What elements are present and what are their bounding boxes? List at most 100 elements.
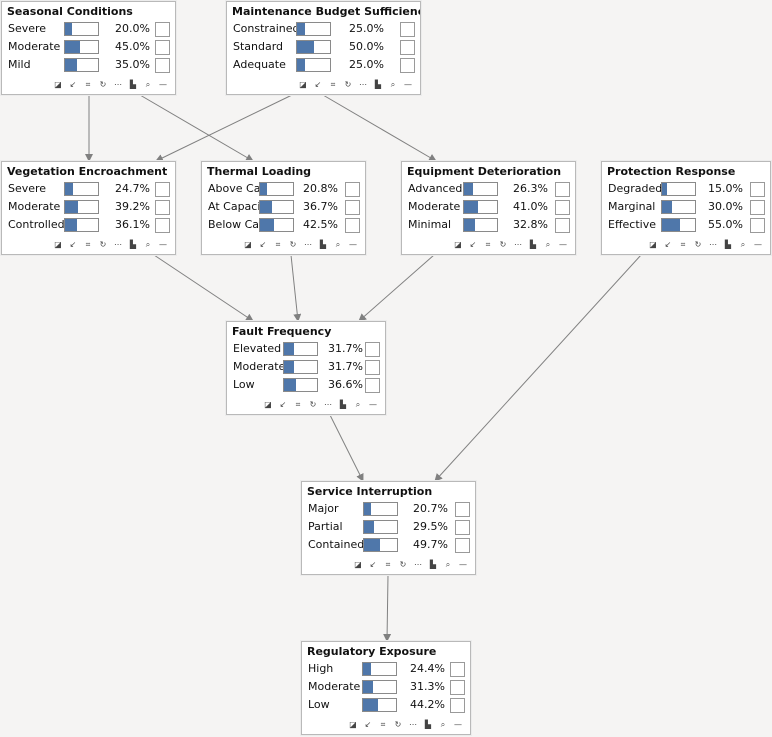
bar-chart-icon[interactable]: ▙ [339, 400, 347, 409]
note-icon[interactable]: ◪ [454, 240, 462, 249]
zoom-icon[interactable]: ⌕ [440, 720, 446, 729]
grid-icon[interactable]: ⌗ [380, 720, 386, 729]
grid-icon[interactable]: ⌗ [680, 240, 686, 249]
evidence-checkbox[interactable] [155, 182, 170, 197]
grid-icon[interactable]: ⌗ [85, 80, 91, 89]
evidence-checkbox[interactable] [400, 40, 415, 55]
more-icon[interactable]: ⋯ [114, 80, 122, 89]
zoom-icon[interactable]: ⌕ [335, 240, 341, 249]
bar-chart-icon[interactable]: ▙ [374, 80, 382, 89]
evidence-checkbox[interactable] [455, 538, 470, 553]
note-icon[interactable]: ◪ [299, 80, 307, 89]
more-icon[interactable]: ⋯ [304, 240, 312, 249]
bar-chart-icon[interactable]: ▙ [319, 240, 327, 249]
arrow-icon[interactable]: ↙ [69, 80, 77, 89]
more-icon[interactable]: ⋯ [414, 560, 422, 569]
evidence-checkbox[interactable] [345, 218, 360, 233]
note-icon[interactable]: ◪ [649, 240, 657, 249]
reset-icon[interactable]: ↻ [344, 80, 352, 89]
zoom-icon[interactable]: ⌕ [740, 240, 746, 249]
more-icon[interactable]: ⋯ [514, 240, 522, 249]
bar-chart-icon[interactable]: ▙ [129, 80, 137, 89]
evidence-checkbox[interactable] [555, 218, 570, 233]
arrow-icon[interactable]: ↙ [664, 240, 672, 249]
minimize-icon[interactable]: — [159, 80, 167, 89]
note-icon[interactable]: ◪ [264, 400, 272, 409]
reset-icon[interactable]: ↻ [694, 240, 702, 249]
evidence-checkbox[interactable] [450, 680, 465, 695]
grid-icon[interactable]: ⌗ [330, 80, 336, 89]
evidence-checkbox[interactable] [750, 182, 765, 197]
evidence-checkbox[interactable] [750, 218, 765, 233]
bar-chart-icon[interactable]: ▙ [529, 240, 537, 249]
minimize-icon[interactable]: — [559, 240, 567, 249]
evidence-checkbox[interactable] [155, 200, 170, 215]
minimize-icon[interactable]: — [349, 240, 357, 249]
more-icon[interactable]: ⋯ [324, 400, 332, 409]
grid-icon[interactable]: ⌗ [275, 240, 281, 249]
zoom-icon[interactable]: ⌕ [145, 80, 151, 89]
reset-icon[interactable]: ↻ [99, 240, 107, 249]
zoom-icon[interactable]: ⌕ [445, 560, 451, 569]
evidence-checkbox[interactable] [155, 218, 170, 233]
arrow-icon[interactable]: ↙ [364, 720, 372, 729]
reset-icon[interactable]: ↻ [309, 400, 317, 409]
evidence-checkbox[interactable] [155, 22, 170, 37]
evidence-checkbox[interactable] [400, 58, 415, 73]
evidence-checkbox[interactable] [345, 182, 360, 197]
note-icon[interactable]: ◪ [54, 240, 62, 249]
bar-chart-icon[interactable]: ▙ [724, 240, 732, 249]
minimize-icon[interactable]: — [754, 240, 762, 249]
evidence-checkbox[interactable] [455, 520, 470, 535]
zoom-icon[interactable]: ⌕ [390, 80, 396, 89]
zoom-icon[interactable]: ⌕ [355, 400, 361, 409]
grid-icon[interactable]: ⌗ [385, 560, 391, 569]
minimize-icon[interactable]: — [404, 80, 412, 89]
evidence-checkbox[interactable] [450, 698, 465, 713]
reset-icon[interactable]: ↻ [399, 560, 407, 569]
evidence-checkbox[interactable] [555, 200, 570, 215]
evidence-checkbox[interactable] [365, 360, 380, 375]
more-icon[interactable]: ⋯ [409, 720, 417, 729]
arrow-icon[interactable]: ↙ [369, 560, 377, 569]
minimize-icon[interactable]: — [454, 720, 462, 729]
minimize-icon[interactable]: — [369, 400, 377, 409]
more-icon[interactable]: ⋯ [359, 80, 367, 89]
more-icon[interactable]: ⋯ [114, 240, 122, 249]
arrow-icon[interactable]: ↙ [69, 240, 77, 249]
reset-icon[interactable]: ↻ [289, 240, 297, 249]
reset-icon[interactable]: ↻ [499, 240, 507, 249]
minimize-icon[interactable]: — [459, 560, 467, 569]
arrow-icon[interactable]: ↙ [279, 400, 287, 409]
note-icon[interactable]: ◪ [54, 80, 62, 89]
zoom-icon[interactable]: ⌕ [145, 240, 151, 249]
grid-icon[interactable]: ⌗ [85, 240, 91, 249]
evidence-checkbox[interactable] [365, 378, 380, 393]
arrow-icon[interactable]: ↙ [259, 240, 267, 249]
grid-icon[interactable]: ⌗ [485, 240, 491, 249]
note-icon[interactable]: ◪ [354, 560, 362, 569]
evidence-checkbox[interactable] [345, 200, 360, 215]
bar-chart-icon[interactable]: ▙ [424, 720, 432, 729]
reset-icon[interactable]: ↻ [99, 80, 107, 89]
bar-chart-icon[interactable]: ▙ [129, 240, 137, 249]
evidence-checkbox[interactable] [400, 22, 415, 37]
reset-icon[interactable]: ↻ [394, 720, 402, 729]
evidence-checkbox[interactable] [555, 182, 570, 197]
note-icon[interactable]: ◪ [349, 720, 357, 729]
evidence-checkbox[interactable] [455, 502, 470, 517]
grid-icon[interactable]: ⌗ [295, 400, 301, 409]
evidence-checkbox[interactable] [155, 40, 170, 55]
evidence-checkbox[interactable] [750, 200, 765, 215]
bar-chart-icon[interactable]: ▙ [429, 560, 437, 569]
evidence-checkbox[interactable] [365, 342, 380, 357]
arrow-icon[interactable]: ↙ [469, 240, 477, 249]
